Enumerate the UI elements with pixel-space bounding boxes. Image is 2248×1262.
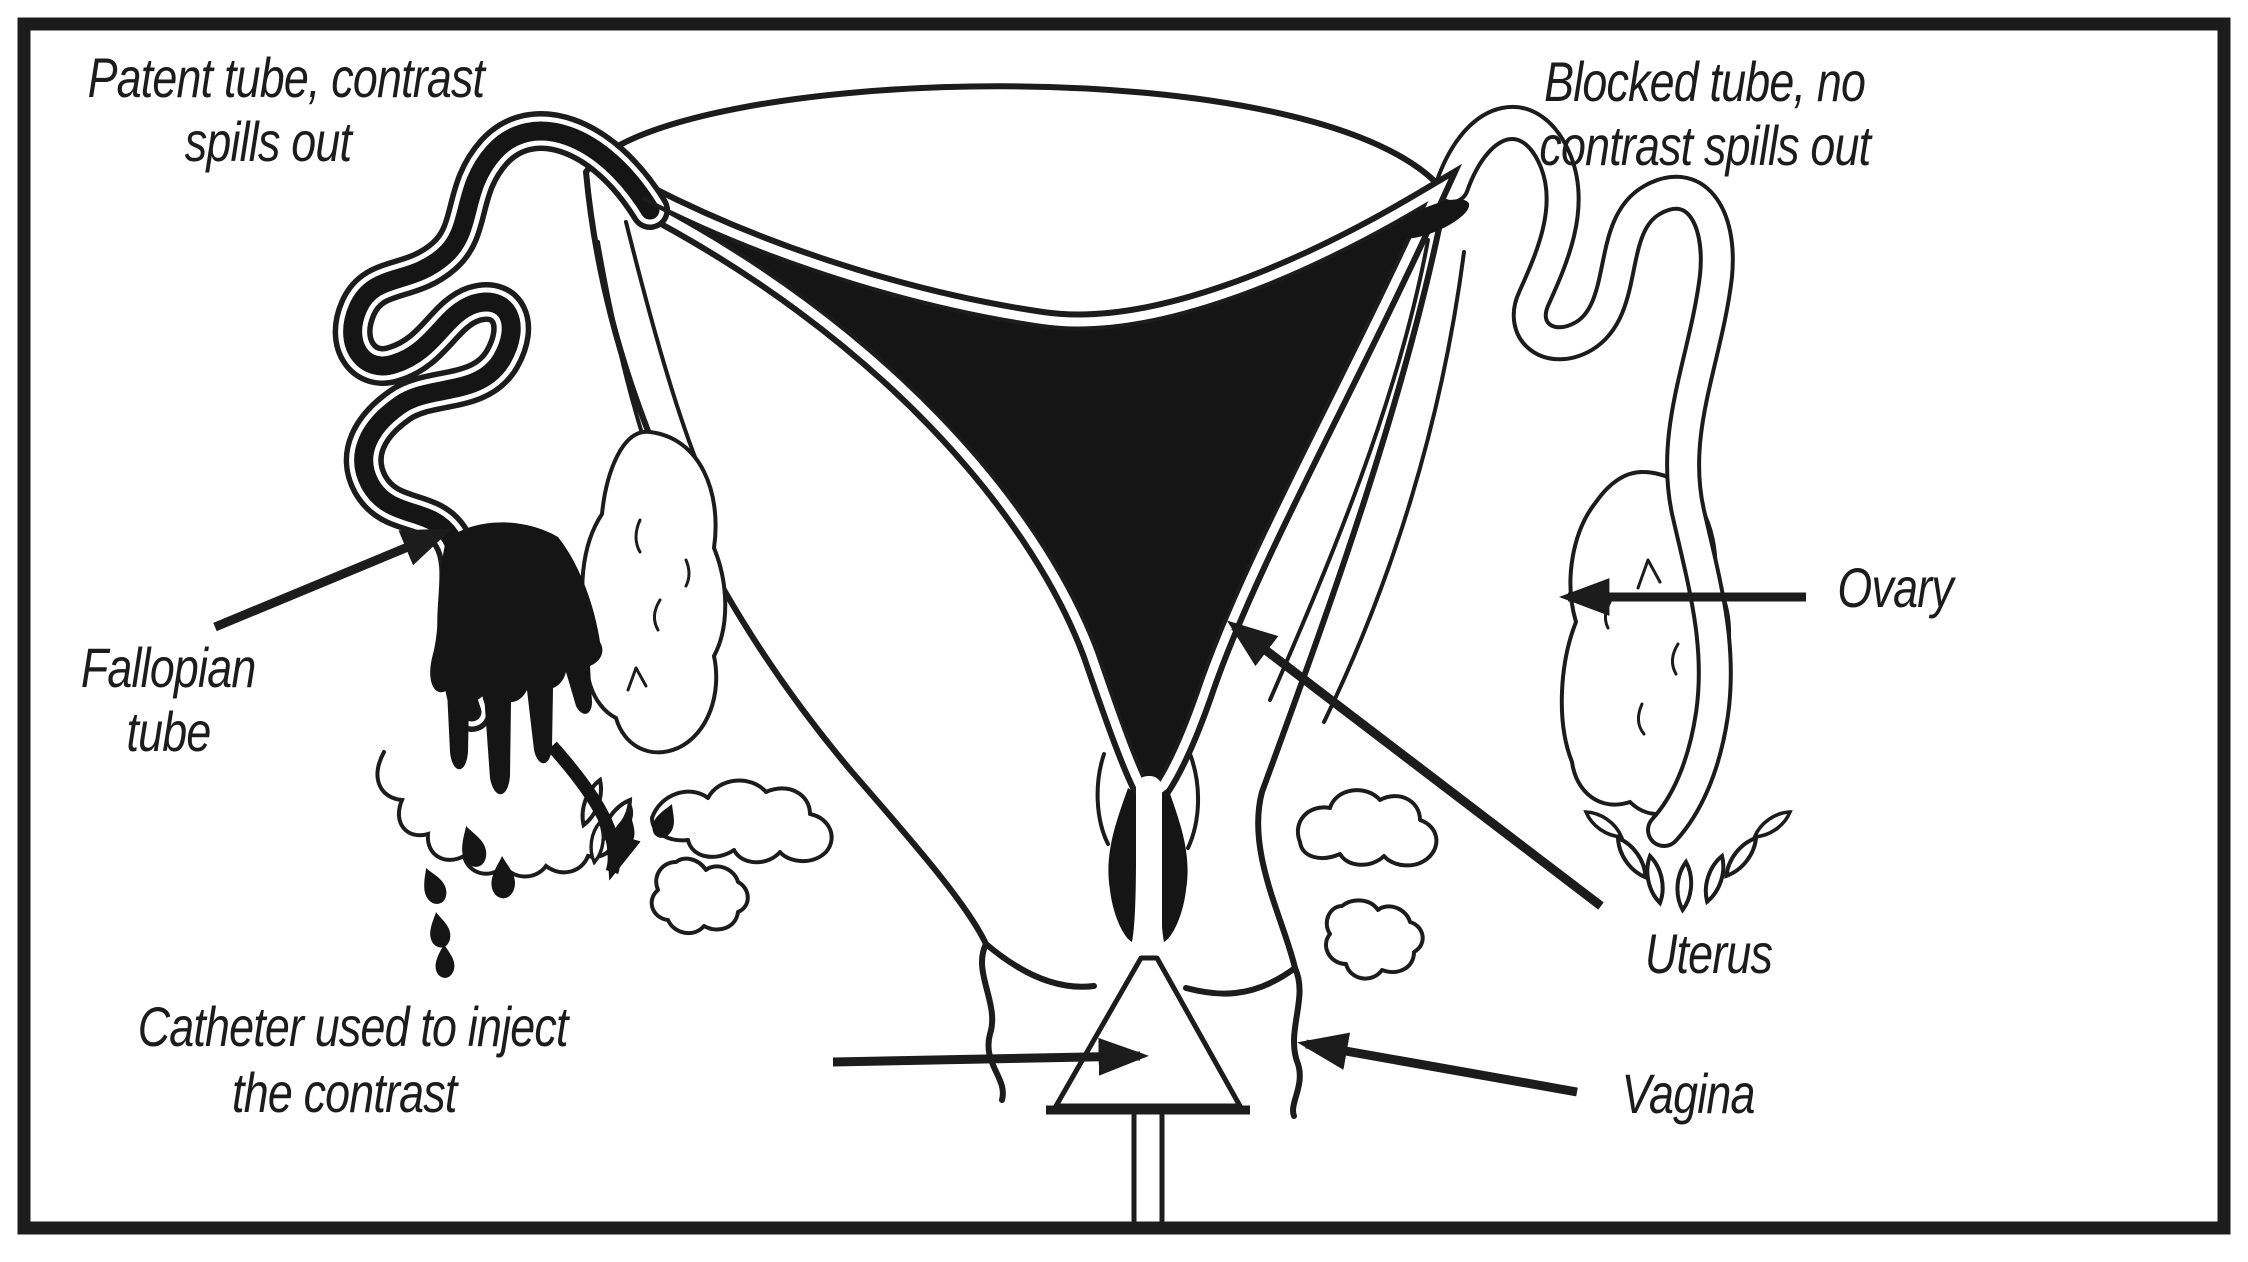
- label-vagina: Vagina: [1621, 1062, 1755, 1125]
- spill-direction-arrow: [547, 741, 641, 881]
- catheter-channel: [1136, 776, 1162, 954]
- label-ovary: Ovary: [1837, 556, 1954, 619]
- catheter-cone: [1046, 776, 1250, 1224]
- right-fallopian-tube: [1434, 105, 1735, 848]
- uterine-cavity-contrast: [640, 196, 1470, 794]
- label-catheter-line1: Catheter used to inject: [137, 995, 569, 1058]
- cervix-wall-left: [1095, 752, 1110, 846]
- peritoneal-folds: [649, 778, 1439, 981]
- left-ovary: [580, 429, 728, 755]
- contrast-spill: [417, 522, 683, 978]
- label-blocked-line1: Blocked tube, no: [1544, 50, 1867, 113]
- fundus-outline: [583, 83, 1449, 197]
- cervix-wall-right: [1186, 752, 1200, 850]
- label-catheter: Catheter used to inject the contrast: [84, 994, 604, 1126]
- label-fallopian-tube: Fallopian tube: [28, 636, 308, 764]
- cervical-canal-contrast: [1108, 788, 1188, 942]
- label-catheter-line2: the contrast: [231, 1061, 457, 1124]
- fallopian-tube-arrow: [213, 527, 453, 632]
- label-uterus: Uterus: [1644, 922, 1772, 985]
- label-blocked-line2: contrast spills out: [1539, 114, 1872, 177]
- blocked-tube-contrast-tip: [1394, 199, 1470, 239]
- label-blocked-tube: Blocked tube, no contrast spills out: [1443, 50, 1967, 178]
- vagina-arrow: [1297, 1032, 1578, 1097]
- vagina-wall-right: [1290, 965, 1303, 1119]
- uterus-outer-wall-right: [1255, 191, 1449, 971]
- label-patent-line2: spills out: [184, 110, 352, 173]
- label-fallopian-line1: Fallopian: [80, 636, 256, 699]
- label-patent-tube: Patent tube, contrast spills out: [38, 46, 498, 174]
- label-patent-line1: Patent tube, contrast: [87, 46, 485, 109]
- label-arrows: [213, 527, 1806, 1097]
- frame-border: [17, 17, 2231, 1235]
- label-fallopian-line2: tube: [126, 700, 211, 763]
- catheter-arrow: [832, 1037, 1149, 1076]
- spill-droplets: [417, 800, 683, 978]
- uterus-arrow: [1226, 620, 1604, 910]
- background-ligament-lines: [583, 83, 1466, 1119]
- vagina-wall-left: [979, 941, 1006, 1103]
